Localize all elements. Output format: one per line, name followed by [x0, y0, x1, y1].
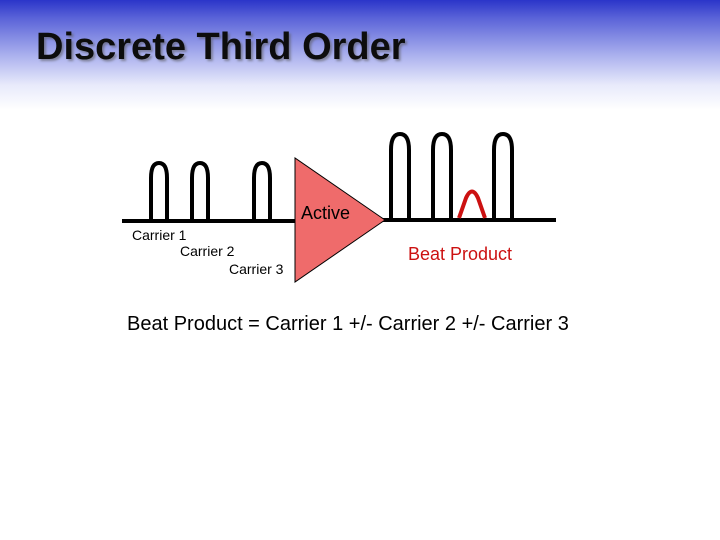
carrier-1-label: Carrier 1	[132, 227, 187, 243]
beat-product-pulse	[457, 189, 487, 219]
output-carrier-2-pulse	[431, 131, 453, 221]
output-carrier-3-pulse	[492, 131, 514, 221]
carrier-2-pulse	[190, 160, 210, 222]
carrier-2-label: Carrier 2	[180, 243, 235, 259]
amplifier-label: Active	[301, 203, 351, 223]
title-band	[0, 0, 720, 110]
output-carrier-1-pulse	[389, 131, 411, 221]
slide-title: Discrete Third Order	[36, 26, 406, 68]
carrier-1-pulse	[149, 160, 169, 222]
beat-product-formula: Beat Product = Carrier 1 +/- Carrier 2 +…	[127, 313, 569, 335]
beat-product-label: Beat Product	[408, 244, 513, 264]
carrier-3-pulse	[252, 160, 272, 222]
amplifier-triangle	[294, 157, 386, 283]
carrier-3-label: Carrier 3	[229, 261, 284, 277]
